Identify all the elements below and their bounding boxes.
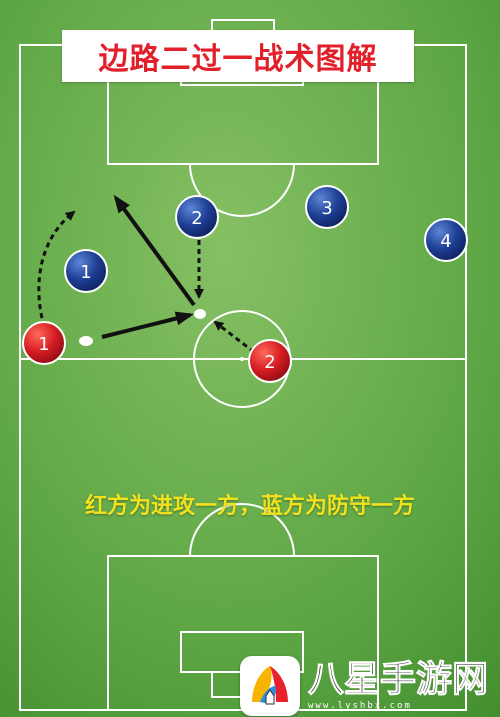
red-player-2-number: 2 xyxy=(264,352,275,373)
center-spot xyxy=(240,357,244,361)
blue-player-2-number: 2 xyxy=(191,208,202,229)
top-penalty-arc xyxy=(189,163,295,217)
site-logo-icon xyxy=(240,656,300,716)
movement-arrows xyxy=(37,194,255,354)
blue-player-2: 2 xyxy=(175,195,219,239)
return-pass-arrow xyxy=(113,194,196,307)
team-legend-caption: 红方为进攻一方，蓝方为防守一方 xyxy=(84,494,415,519)
site-watermark: 八星手游网 www.lyshbx.com xyxy=(240,655,500,717)
bottom-penalty-arc xyxy=(189,503,295,557)
title-banner: 边路二过一战术图解 xyxy=(62,30,414,82)
diagram-title: 边路二过一战术图解 xyxy=(98,42,378,77)
red-1-run-arrow xyxy=(37,210,76,319)
red-player-1-number: 1 xyxy=(38,334,49,355)
site-name: 八星手游网 xyxy=(307,659,489,700)
blue-player-1-number: 1 xyxy=(80,262,91,283)
ball-target-marker xyxy=(194,309,206,319)
blue-player-3: 3 xyxy=(305,185,349,229)
blue-player-4-number: 4 xyxy=(440,231,451,252)
blue-player-4: 4 xyxy=(424,218,468,262)
blue-player-1: 1 xyxy=(64,249,108,293)
site-url: www.lyshbx.com xyxy=(308,701,412,711)
ball xyxy=(79,336,93,346)
pass-arrow xyxy=(101,311,194,339)
red-player-2: 2 xyxy=(248,339,292,383)
red-player-1: 1 xyxy=(22,321,66,365)
blue-player-3-number: 3 xyxy=(321,198,332,219)
